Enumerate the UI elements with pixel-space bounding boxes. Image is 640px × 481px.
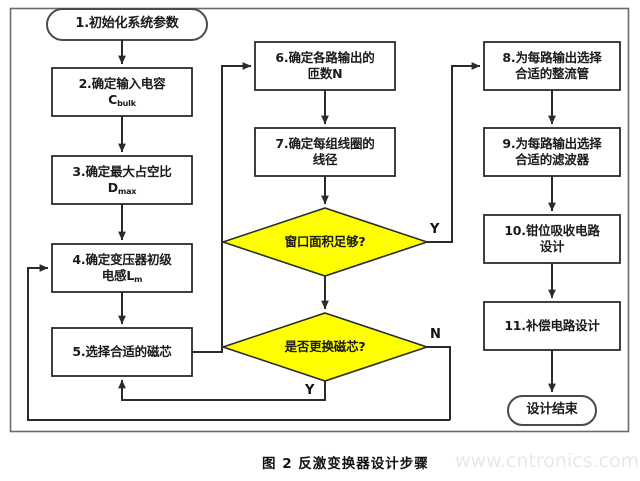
node-step10-shape: [483, 214, 621, 264]
node-start-shape: [46, 8, 208, 41]
node-step11-shape: [483, 301, 621, 351]
edge-step5-to-step6: [192, 62, 252, 353]
node-step9-shape: [483, 127, 621, 177]
node-step2-shape: [51, 67, 193, 117]
edge-decision2-yes-to-step5: [118, 379, 326, 401]
node-end-shape: [507, 395, 597, 426]
node-step4-shape: [51, 243, 193, 293]
node-decision2-shape: [220, 312, 430, 382]
site-watermark: www.cntronics.com: [455, 450, 640, 472]
edge-decision2-no-return: [427, 346, 451, 420]
node-step3-shape: [51, 155, 193, 205]
node-step6-shape: [254, 41, 396, 91]
node-step5-shape: [51, 327, 193, 377]
node-step8-shape: [483, 41, 621, 91]
branch-label-decision1-yes: Y: [430, 222, 440, 237]
node-step7-shape: [254, 127, 396, 177]
branch-label-decision2-no: N: [430, 327, 441, 342]
edge-decision1-yes-to-step8: [427, 62, 481, 243]
figure-frame: [9, 7, 630, 433]
node-decision1-shape: [220, 207, 430, 277]
figure-caption: 图 2 反激变换器设计步骤: [262, 456, 429, 472]
edge-feedback-to-step4: [27, 264, 450, 421]
branch-label-decision2-yes: Y: [305, 383, 315, 398]
